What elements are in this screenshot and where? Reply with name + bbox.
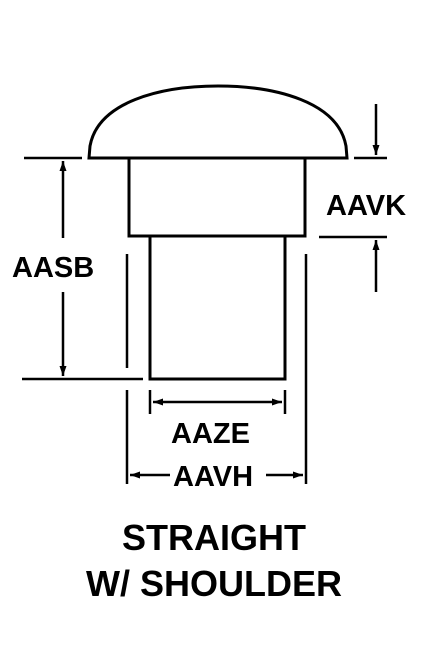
dimension-labels: AASB AAVK AAZE AAVH [12, 190, 406, 493]
caption-line-1: STRAIGHT [122, 517, 306, 558]
dimension-lines [22, 104, 387, 484]
pin-head [87, 84, 349, 160]
pin-shank [148, 234, 287, 381]
label-aasb: AASB [12, 252, 94, 284]
caption-line-2: W/ SHOULDER [86, 563, 342, 604]
label-aaze: AAZE [171, 418, 250, 450]
pin-shoulder [127, 156, 307, 238]
label-aavk: AAVK [326, 190, 406, 222]
part-outline [87, 84, 349, 381]
label-aavh: AAVH [173, 461, 253, 493]
caption: STRAIGHT W/ SHOULDER [86, 517, 342, 604]
